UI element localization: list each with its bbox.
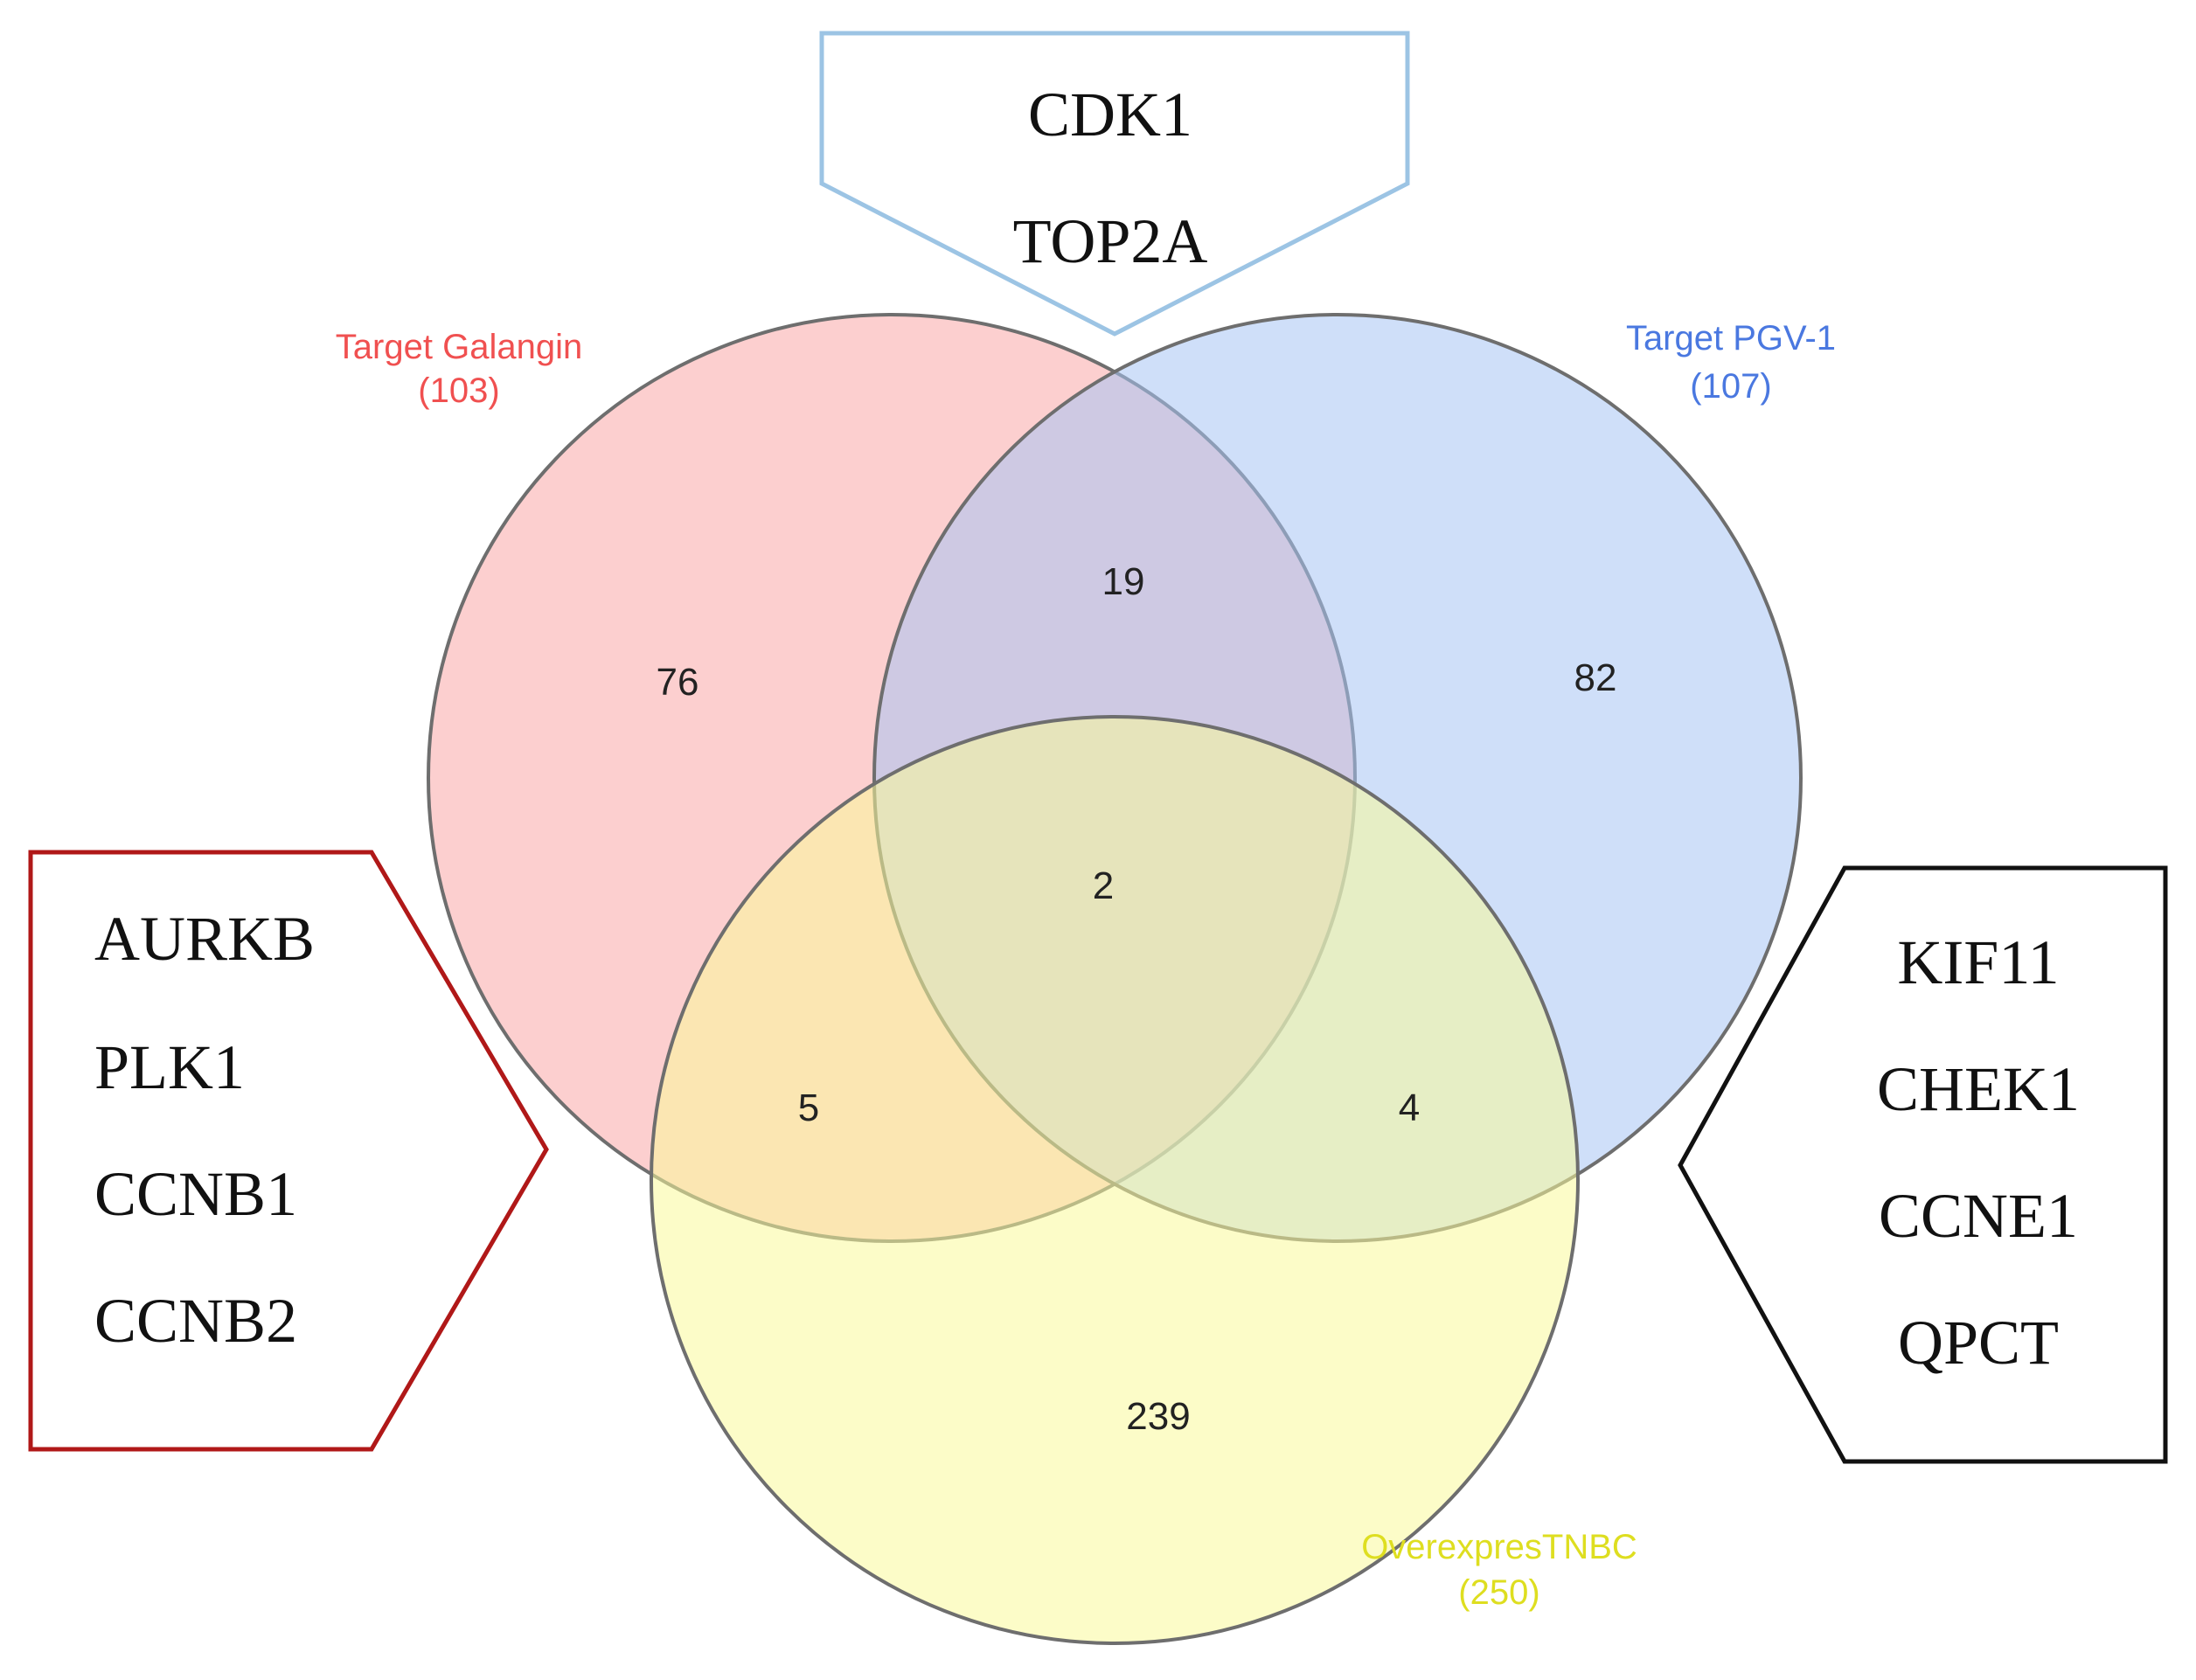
region-counts: 76 19 82 2 5 4 239	[657, 560, 1617, 1438]
gene-ccnb2: CCNB2	[94, 1286, 297, 1356]
venn-circles	[427, 313, 1803, 1645]
set-label-tnbc-total: (250)	[1458, 1573, 1539, 1612]
gene-ccne1: CCNE1	[1879, 1181, 2078, 1251]
callout-top-shape	[819, 31, 1410, 337]
count-galangin-pgv1: 19	[1102, 560, 1145, 603]
set-label-pgv1-name: Target PGV-1	[1626, 319, 1836, 358]
count-galangin-tnbc: 5	[798, 1086, 819, 1129]
gene-cdk1: CDK1	[1028, 80, 1192, 149]
circle-overexpres-tnbc	[650, 715, 1580, 1645]
set-label-galangin-name: Target Galangin	[336, 328, 582, 366]
count-all-three: 2	[1093, 864, 1114, 907]
callout-right: KIF11 CHEK1 CCNE1 QPCT	[1678, 865, 2168, 1464]
gene-chek1: CHEK1	[1877, 1054, 2080, 1124]
set-label-tnbc-name: OverexpresTNBC	[1361, 1528, 1637, 1566]
callout-right-shape	[1678, 865, 2168, 1464]
set-label-pgv1-total: (107)	[1690, 367, 1771, 406]
count-pgv1-tnbc: 4	[1399, 1086, 1420, 1129]
gene-kif11: KIF11	[1897, 927, 2059, 997]
gene-ccnb1: CCNB1	[94, 1159, 297, 1229]
gene-qpct: QPCT	[1898, 1308, 2059, 1378]
gene-plk1: PLK1	[94, 1032, 245, 1102]
count-galangin-only: 76	[657, 661, 699, 704]
callout-left: AURKB PLK1 CCNB1 CCNB2	[28, 850, 549, 1452]
callout-top: CDK1 TOP2A	[819, 31, 1410, 337]
set-label-galangin-total: (103)	[418, 371, 499, 410]
set-labels: Target Galangin (103) Target PGV-1 (107)…	[336, 319, 1836, 1612]
callout-left-shape	[28, 850, 549, 1452]
gene-aurkb: AURKB	[94, 904, 315, 974]
count-tnbc-only: 239	[1126, 1395, 1190, 1438]
count-pgv1-only: 82	[1574, 656, 1617, 699]
gene-top2a: TOP2A	[1013, 206, 1208, 276]
